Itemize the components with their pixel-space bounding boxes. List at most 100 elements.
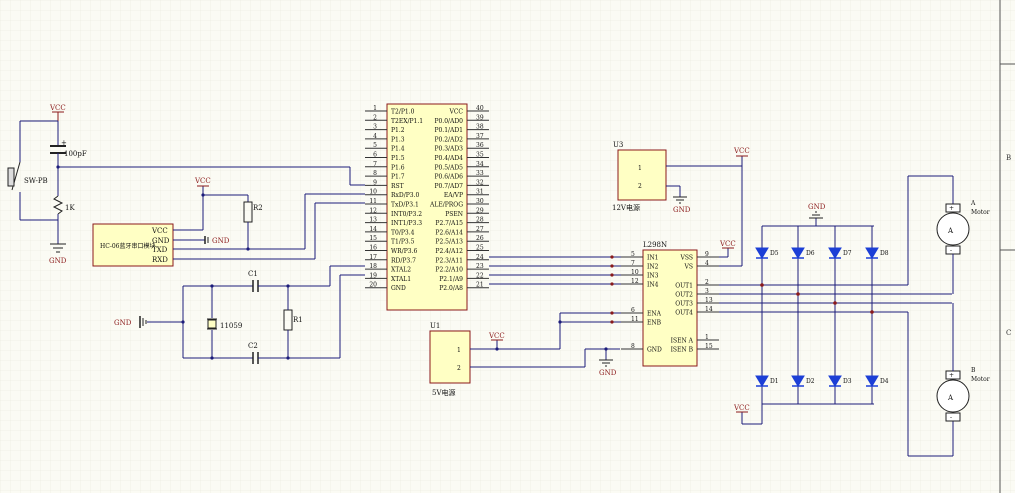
motor-b-circle <box>936 379 970 413</box>
mcu-pin-number: 7 <box>373 161 377 168</box>
motor-a-word: Motor <box>971 209 990 216</box>
u1-body <box>429 330 471 384</box>
mcu-pin-name: P2.2/A10 <box>435 267 463 274</box>
l298n-pin-number: 5 <box>631 251 635 258</box>
vcc-label: VCC <box>49 104 66 112</box>
reset-circuit: VCC + 100pF 1K SW-PB GND <box>7 104 365 265</box>
l298n-pin-number: 10 <box>631 269 639 276</box>
mcu-pin-number: 39 <box>476 114 484 121</box>
mcu-pin-name: P0.2/AD2 <box>434 136 463 143</box>
border-label-b: B <box>1006 154 1011 162</box>
mcu-pin-name: XTAL1 <box>391 276 411 283</box>
mcu-pin-name: PSEN <box>445 211 463 218</box>
resistor-1k[interactable] <box>52 195 64 215</box>
mcu-pin-name: P1.3 <box>391 136 405 143</box>
l298n-body <box>642 249 698 367</box>
u1-pin-2: 2 <box>457 365 461 372</box>
l298n-pin-name: IN4 <box>647 282 659 289</box>
l298n-pin-name: IN3 <box>647 273 659 280</box>
mcu-pin-name: P0.3/AD3 <box>434 146 463 153</box>
mcu-pin-name: T1/P3.5 <box>391 239 415 246</box>
diode-top[interactable] <box>755 247 769 259</box>
l298n-pin-number: 9 <box>705 251 709 258</box>
bluetooth-module[interactable]: VCC GND TXD RXD HC-06蓝牙串口模块 <box>92 223 174 267</box>
diode-bottom[interactable] <box>755 375 769 387</box>
motor-a-circle <box>936 212 970 246</box>
bt-pin-gnd: GND <box>152 237 170 245</box>
vcc-label: VCC <box>733 404 750 412</box>
mcu-pin-number: 1 <box>373 105 377 112</box>
mcu-pin-number: 15 <box>369 235 377 242</box>
diode-top-label: D7 <box>843 250 852 257</box>
push-button-switch[interactable] <box>7 167 15 187</box>
l298n-pin-number: 3 <box>705 288 709 295</box>
diode-top[interactable] <box>865 247 879 259</box>
motor-b[interactable]: + - A B Motor <box>907 303 990 457</box>
mcu-pin-number: 35 <box>476 152 484 159</box>
motor-a[interactable]: + - A A Motor <box>907 175 990 294</box>
plus-sign: + <box>61 139 67 147</box>
mcu-pin-name: T0/P3.4 <box>391 229 415 236</box>
mcu-pin-name: P0.4/AD4 <box>434 155 463 162</box>
l298n-pin-name: IN2 <box>647 264 659 271</box>
mcu-right-pins: 40VCC39P0.0/AD038P0.1/AD137P0.2/AD236P0.… <box>429 105 489 292</box>
l298n-pin-number: 11 <box>631 316 639 323</box>
mcu-pin-number: 30 <box>476 198 484 205</box>
crystal-oscillator[interactable] <box>207 319 217 329</box>
motor-b-plus: + <box>949 372 954 379</box>
mcu-pin-number: 27 <box>476 226 484 233</box>
l298n-pin-name: ENA <box>647 311 662 318</box>
mcu-pin-number: 18 <box>369 263 377 270</box>
mcu-pin-number: 10 <box>369 189 377 196</box>
mcu-pin-number: 16 <box>369 245 377 252</box>
diode-top[interactable] <box>791 247 805 259</box>
mcu-pin-name: P0.1/AD1 <box>434 127 463 134</box>
vcc-label: VCC <box>719 240 736 248</box>
diode-top[interactable] <box>828 247 842 259</box>
mcu-pin-number: 12 <box>369 207 377 214</box>
vcc-label: VCC <box>194 177 211 185</box>
diode-bottom[interactable] <box>828 375 842 387</box>
r2-label: R2 <box>253 204 263 212</box>
motor-b-designator: B <box>971 367 976 374</box>
mcu-pin-name: P1.5 <box>391 155 405 162</box>
mcu-pin-name: TxD/P3.1 <box>391 202 419 209</box>
mcu-pin-name: RST <box>391 183 404 190</box>
mcu-pin-number: 19 <box>369 272 377 279</box>
mcu-pin-number: 23 <box>476 263 484 270</box>
gnd-label: GND <box>212 237 230 245</box>
l298n-pin-name: IN1 <box>647 255 658 262</box>
mcu-pin-name: T2/P1.0 <box>391 109 415 116</box>
mcu-pin-name: XTAL2 <box>391 267 411 274</box>
mcu-pin-number: 37 <box>476 133 484 140</box>
mcu-pin-name: T2EX/P1.1 <box>391 118 423 125</box>
junction <box>796 292 800 296</box>
l298n-pin-number: 8 <box>631 343 635 350</box>
mcu-to-l298-wiring: VCC <box>489 240 742 324</box>
mcu-pin-name: RxD/P3.0 <box>391 192 419 199</box>
mcu-pin-number: 11 <box>369 198 377 205</box>
mcu-pin-number: 33 <box>476 170 484 177</box>
motor-a-plus: + <box>949 205 954 212</box>
mcu-pin-number: 28 <box>476 217 484 224</box>
diode-bottom-label: D1 <box>770 378 779 385</box>
diode-top-label: D8 <box>880 250 889 257</box>
l298n-pin-number: 13 <box>705 297 713 304</box>
power-12v[interactable]: U3 1 2 12V电源 <box>612 141 667 212</box>
mcu-pin-number: 2 <box>373 114 377 121</box>
l298n-label: L298N <box>643 241 667 249</box>
l298n-pin-name: VS <box>684 264 693 271</box>
power-5v[interactable]: U1 1 2 5V电源 <box>429 322 471 397</box>
diode-bottom[interactable] <box>791 375 805 387</box>
u1-label: U1 <box>430 322 440 330</box>
bt-pin-vcc: VCC <box>151 227 168 235</box>
vcc-label: VCC <box>733 147 750 155</box>
l298n-pin-name: ENB <box>647 320 662 327</box>
u3-wiring: VCC GND <box>666 147 750 266</box>
diode-bottom[interactable] <box>865 375 879 387</box>
